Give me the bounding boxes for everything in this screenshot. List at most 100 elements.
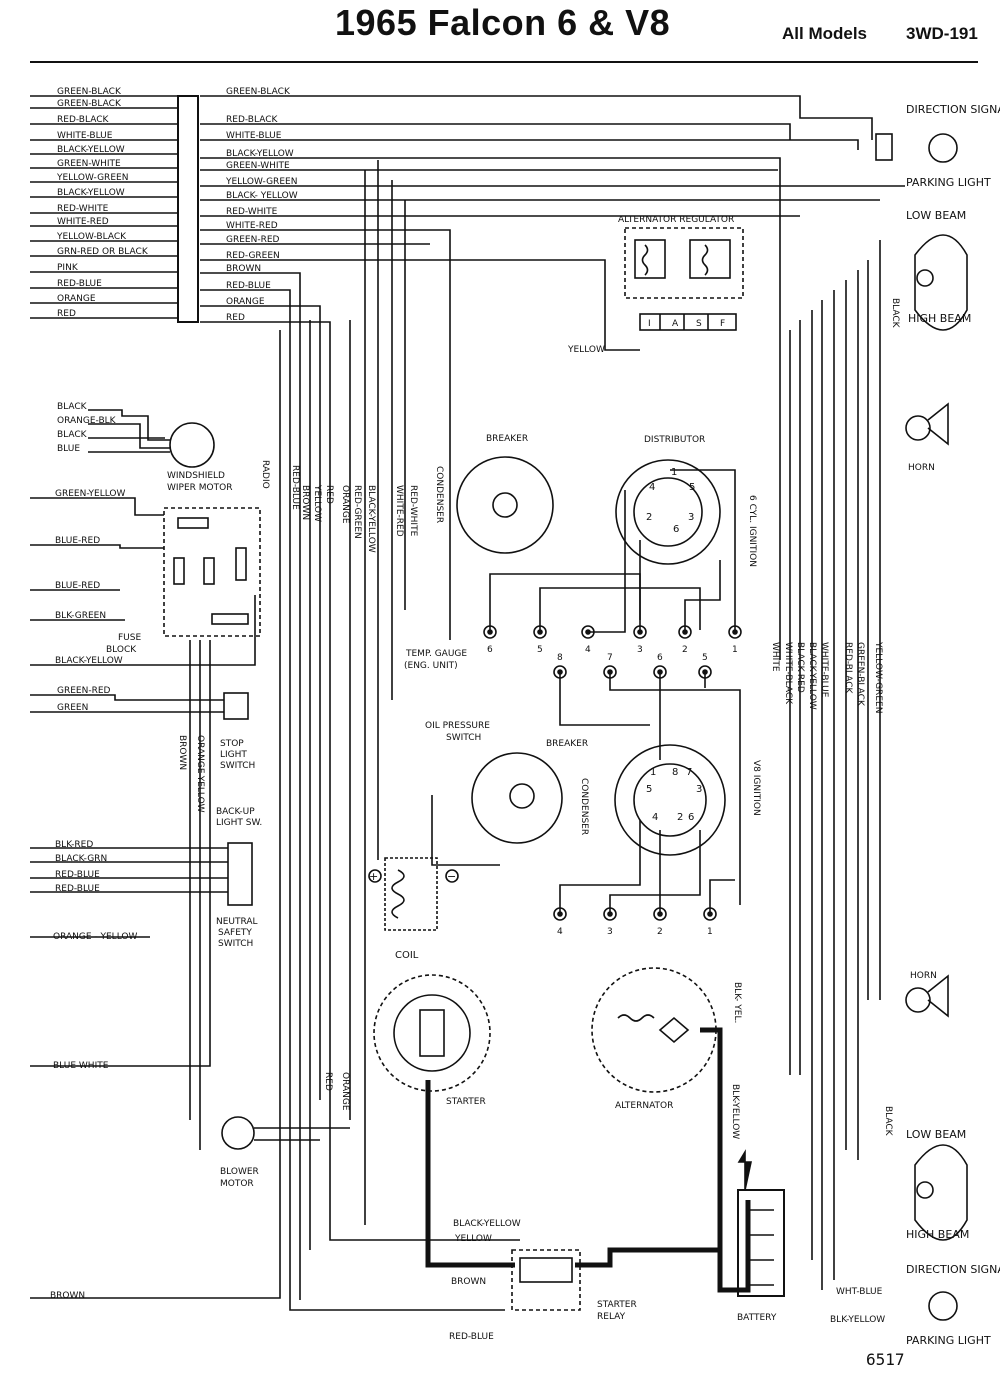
- left-wire-label: YELLOW-GREEN: [56, 173, 128, 183]
- alternator-label: ALTERNATOR: [615, 1101, 673, 1111]
- breaker-v8-label: BREAKER: [546, 739, 588, 749]
- left-wire: RED: [30, 309, 178, 319]
- starter-relay-label: STARTER: [597, 1300, 637, 1310]
- distributor-v8-number: 5: [646, 784, 652, 795]
- distributor-6-number: 1: [671, 467, 677, 478]
- black-label: BLACK: [890, 298, 900, 329]
- neutral-label-2: SAFETY: [218, 928, 252, 938]
- right-wire: RED-BLACK: [226, 115, 278, 125]
- blk-yel-label: BLK- YEL.: [732, 982, 742, 1023]
- wiper-wire-label: BLACK: [57, 430, 88, 440]
- stop-wire-label: GREEN: [57, 703, 88, 713]
- six-cyl-terminal-label: 1: [732, 645, 738, 655]
- left-wire: RED-WHITE: [30, 204, 178, 214]
- oil-switch-sub: SWITCH: [446, 733, 481, 743]
- parking-light-label: PARKING LIGHT: [906, 176, 991, 189]
- left-wire-label: GRN-RED OR BLACK: [57, 247, 149, 257]
- stop-light-label-3: SWITCH: [220, 761, 255, 771]
- footer-number: 6517: [866, 1350, 905, 1369]
- direction-signal-bottom-label: DIRECTION SIGNAL: [906, 1263, 1000, 1276]
- regulator-terminal: I: [648, 319, 651, 329]
- vertical-wire-label: RED-WHITE: [408, 485, 418, 537]
- left-wire-label: BLACK-YELLOW: [57, 145, 125, 155]
- left-wire-label: RED-BLACK: [57, 115, 109, 125]
- six-cyl-terminal-label: 5: [537, 645, 543, 655]
- temp-gauge-sub: (ENG. UNIT): [404, 661, 458, 671]
- horn-top-label: HORN: [908, 463, 935, 473]
- horn-top-symbol: [905, 402, 949, 446]
- distributor-v8-number: 8: [672, 767, 678, 778]
- condenser-v8-label: CONDENSER: [579, 778, 589, 835]
- right-wire-group: GREEN-BLACK RED-BLACK WHITE-BLUE BLACK-YELL…: [225, 87, 298, 323]
- vertical-wire-label: RED: [324, 485, 334, 504]
- distributor-6-number: 4: [649, 482, 655, 493]
- distributor-v8-number: 6: [688, 812, 694, 823]
- v8-terminal-label: 6: [657, 653, 663, 663]
- right-wire: YELLOW-GREEN: [225, 177, 297, 187]
- right-wire-label: WHITE-BLUE: [226, 131, 282, 141]
- right-wire: GREEN-RED: [226, 235, 280, 245]
- right-vertical-wire-label: WHITE: [770, 642, 780, 672]
- left-wire: ORANGE: [30, 294, 178, 304]
- distributor-6-number: 3: [688, 512, 694, 523]
- left-wire: WHITE-RED: [30, 217, 178, 227]
- backup-label: BACK-UP: [216, 807, 255, 817]
- high-beam-label: HIGH BEAM: [908, 312, 971, 325]
- fuse-wire-label: GREEN-YELLOW: [55, 489, 125, 499]
- v8-terminal-label: 8: [557, 653, 563, 663]
- right-wire: BROWN: [226, 264, 261, 274]
- right-wire-label: GREEN-RED: [226, 235, 280, 245]
- right-vertical-wire-label: RED-BLACK: [843, 642, 853, 694]
- regulator-terminal: F: [720, 319, 725, 329]
- wht-blue-label: WHT-BLUE: [836, 1287, 883, 1297]
- left-stub-wires: [30, 330, 281, 1299]
- high-beam-bottom-label: HIGH BEAM: [906, 1228, 969, 1241]
- right-wire: RED: [226, 313, 245, 323]
- orange-vertical-label: ORANGE: [340, 1072, 350, 1111]
- right-wire: GREEN-WHITE: [226, 161, 290, 171]
- right-wire-label: RED-WHITE: [226, 207, 278, 217]
- battery-label: BATTERY: [737, 1313, 777, 1323]
- yellow-label: YELLOW: [567, 345, 605, 355]
- starter-relay: [511, 1247, 720, 1311]
- left-wire-label: RED-BLUE: [57, 279, 102, 289]
- left-wire-label: GREEN-BLACK: [57, 87, 122, 97]
- temp-gauge-label: TEMP. GAUGE: [405, 649, 467, 659]
- v8-bottom-terminal-label: 3: [607, 927, 613, 937]
- radio-label: RADIO: [260, 460, 270, 489]
- distributor-v8-number: 2: [677, 812, 683, 823]
- horn-bottom-symbol: [905, 974, 949, 1018]
- v8-terminal-label: 5: [702, 653, 708, 663]
- distributor-6-number: 2: [646, 512, 652, 523]
- stop-light-label: STOP: [220, 739, 244, 749]
- six-cyl-terminal-label: 3: [637, 645, 643, 655]
- right-wire-label: WHITE-RED: [226, 221, 278, 231]
- left-wire: YELLOW-GREEN: [30, 173, 178, 183]
- regulator-terminal: A: [672, 319, 679, 329]
- regulator-terminal: S: [696, 319, 702, 329]
- blower-label-2: MOTOR: [220, 1179, 254, 1189]
- left-wire-label: BLACK-YELLOW: [57, 188, 125, 198]
- right-wire-label: GREEN-BLACK: [226, 87, 291, 97]
- parking-light-bottom-label: PARKING LIGHT: [906, 1334, 991, 1347]
- right-wire: BLACK-YELLOW: [226, 149, 294, 159]
- wiper-motor: [88, 409, 215, 468]
- right-vertical-wire-label: BLACK-YELLOW: [807, 642, 817, 710]
- left-wire: GREEN-WHITE: [30, 159, 178, 169]
- left-wire: BLACK-YELLOW: [30, 188, 178, 198]
- neutral-wire-label: BLK-RED: [55, 840, 93, 850]
- breaker-v8: [471, 752, 563, 844]
- neutral-wire-label: RED-BLUE: [55, 884, 100, 894]
- right-wire: ORANGE: [226, 297, 265, 307]
- condenser-6-label: CONDENSER: [434, 466, 444, 523]
- left-wire-label: GREEN-BLACK: [57, 99, 122, 109]
- battery: [737, 1149, 785, 1297]
- coil-plus: +: [369, 870, 378, 883]
- vertical-wire-label: YELLOW: [312, 484, 322, 522]
- black-yellow-bottom-label: BLACK-YELLOW: [453, 1219, 521, 1229]
- distributor-v8-number: 4: [652, 812, 658, 823]
- right-wire-label: RED: [226, 313, 245, 323]
- red-blue-bottom-label: RED-BLUE: [449, 1332, 494, 1342]
